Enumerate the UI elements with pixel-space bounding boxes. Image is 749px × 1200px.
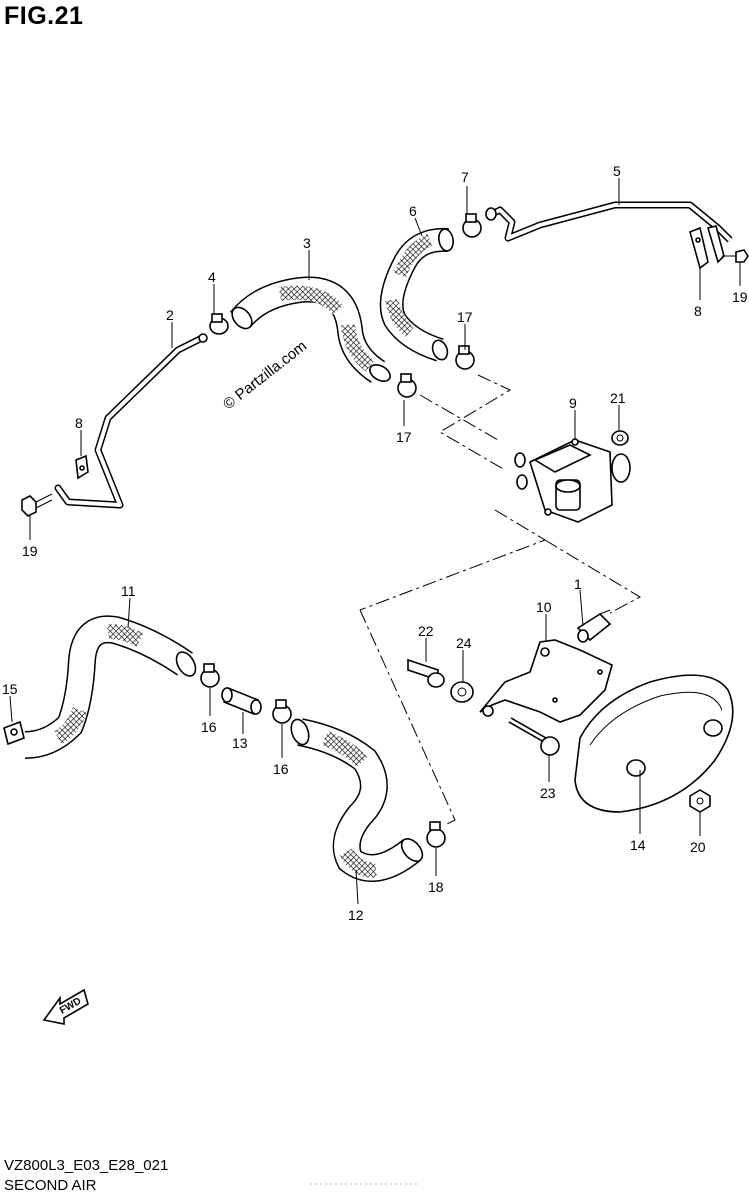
figure-code: VZ800L3_E03_E28_021 [4,1157,169,1174]
label-4: 4 [208,269,216,285]
part-18-clamp [426,821,446,848]
label-17-lower: 17 [396,429,412,445]
label-7: 7 [461,169,469,185]
label-20: 20 [690,839,706,855]
watermark: © Partzilla.com [220,338,310,414]
label-15: 15 [2,681,18,697]
figure-title: FIG.21 [4,2,84,30]
label-11: 11 [121,583,136,599]
label-3: 3 [303,235,311,251]
label-17-upper: 17 [457,309,473,325]
part-labels: 1 2 3 4 5 6 7 8 8 9 10 11 12 13 14 15 16… [2,163,748,923]
label-16-a: 16 [201,719,217,735]
part-24-grommet [450,681,474,703]
figure-name: SECOND AIR [4,1177,97,1194]
part-17-clamp-lower [397,373,417,398]
part-22-bolt [407,658,445,688]
part-15-clip [3,720,25,746]
part-5-pipe [485,201,733,243]
part-19-bolt-left [21,493,53,517]
label-19-right: 19 [732,289,748,305]
part-7-clamp [462,213,482,238]
part-21-cap [611,430,629,446]
label-16-b: 16 [273,761,289,777]
part-14-case [574,674,734,813]
label-12: 12 [348,907,364,923]
part-23-bolt [508,717,560,756]
label-8-right: 8 [694,303,702,319]
part-20-nut [689,789,711,813]
part-1-sensor [576,609,612,643]
part-13-joint [221,686,262,716]
part-3-hose [229,276,391,383]
label-14: 14 [630,837,646,853]
label-24: 24 [456,635,472,651]
part-8-bracket-right [689,225,725,270]
part-2-pipe [54,333,208,509]
label-9: 9 [569,395,577,411]
label-13: 13 [232,735,248,751]
leader-lines [9,178,741,905]
part-16-clamp-b [272,699,292,724]
label-6: 6 [409,203,417,219]
part-10-bracket [479,639,613,723]
label-23: 23 [540,785,556,801]
part-4-clamp [209,313,229,335]
label-5: 5 [613,163,621,179]
part-11-hose [24,615,197,759]
fwd-arrow: FWD [42,988,89,1025]
part-17-clamp-upper [455,345,475,370]
part-8-bracket-left [75,454,89,480]
label-21: 21 [610,390,626,406]
part-6-hose [379,227,454,362]
part-19-bolt-right [722,249,749,263]
label-22: 22 [418,623,434,639]
label-2: 2 [166,307,174,323]
part-9-valve [514,438,631,523]
label-10: 10 [536,599,552,615]
label-18: 18 [428,879,444,895]
label-8-left: 8 [75,415,83,431]
label-19-left: 19 [22,543,38,559]
assembly-guide-lines [359,374,642,826]
part-16-clamp-a [200,663,220,688]
label-1: 1 [574,576,582,592]
part-12-hose [290,718,424,882]
